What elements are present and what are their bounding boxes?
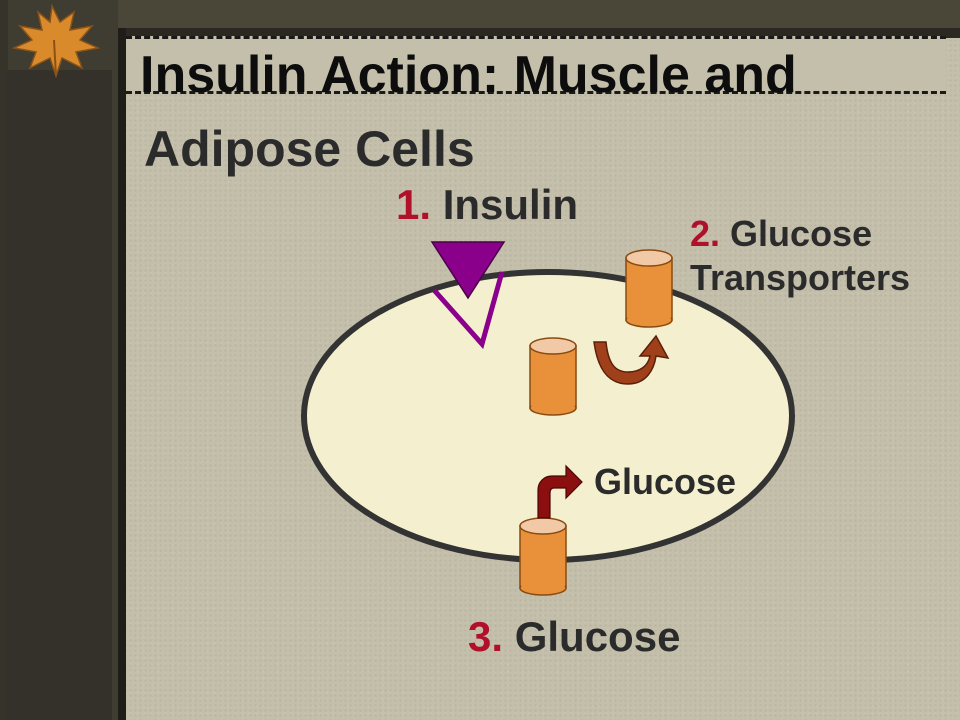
title-dashed-band bbox=[126, 36, 946, 94]
label-insulin-number: 1. bbox=[396, 181, 432, 228]
label-transporters: 2. Glucose Transporters bbox=[690, 212, 910, 300]
transporter-glucose-entry bbox=[519, 517, 567, 596]
left-stripe bbox=[6, 70, 112, 720]
label-insulin-text: Insulin bbox=[442, 181, 579, 228]
transporter-internal bbox=[529, 337, 577, 416]
transporter-membrane bbox=[625, 249, 673, 328]
insulin-receptor bbox=[432, 271, 505, 350]
glucose-entry-arrow bbox=[537, 464, 583, 519]
label-glucose-outside: 3. Glucose bbox=[468, 612, 680, 662]
label-glucose-inside: Glucose bbox=[594, 461, 737, 502]
label-transporters-line1: Glucose bbox=[730, 213, 873, 254]
slide-title-line2: Adipose Cells bbox=[144, 121, 475, 177]
translocation-arrow bbox=[593, 334, 670, 385]
top-band bbox=[0, 0, 960, 28]
label-insulin: 1. Insulin bbox=[396, 180, 578, 230]
insulin-molecule bbox=[430, 241, 506, 300]
maple-leaf-icon bbox=[11, 3, 101, 79]
label-transporters-line2: Transporters bbox=[690, 257, 911, 298]
label-glucose-outside-number: 3. bbox=[468, 613, 504, 660]
label-glucose-outside-text: Glucose bbox=[514, 613, 681, 660]
label-transporters-number: 2. bbox=[690, 213, 721, 254]
slide-top-edge bbox=[118, 28, 960, 38]
slide-left-edge bbox=[118, 28, 126, 720]
slide-title-line1: Insulin Action: Muscle and bbox=[140, 46, 797, 104]
